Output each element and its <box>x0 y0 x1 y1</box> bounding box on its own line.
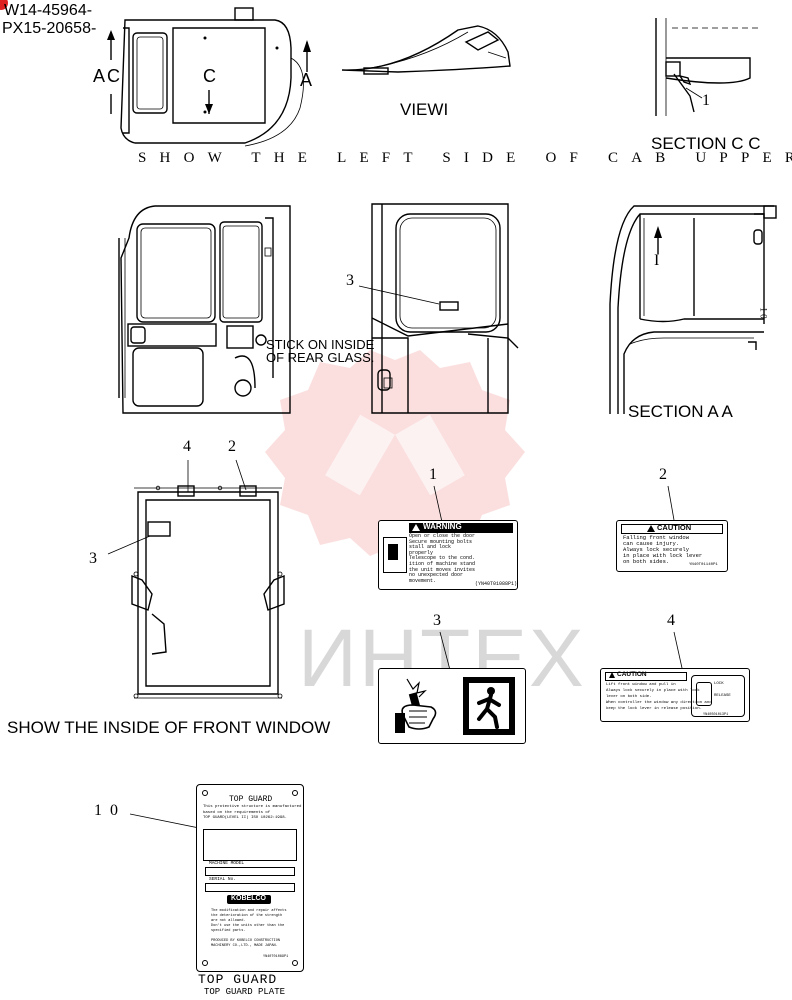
screw-hole-icon <box>202 960 208 966</box>
decal-1-leader <box>433 485 443 523</box>
caution-2-header <box>621 524 723 534</box>
plate-machine-model: MACHINE MODEL <box>209 861 245 866</box>
plate-warnings: The modification and repair affects the … <box>211 909 287 933</box>
plate-caption-1: TOP GUARD <box>198 972 278 987</box>
label-c-left: C <box>107 66 120 86</box>
plate-body: This protective structure is manufacture… <box>203 805 302 820</box>
front-window-callout-4: 4 <box>183 438 191 455</box>
front-window-callout-3: 3 <box>89 550 97 567</box>
show-front-window-caption: SHOW THE INSIDE OF FRONT WINDOW <box>7 718 331 737</box>
front-window-leaders <box>107 459 247 555</box>
decal-emergency-exit <box>378 668 526 744</box>
decal-2-callout: 2 <box>659 466 667 483</box>
caution-4-heading: CAUTION <box>617 671 647 678</box>
decal-3-leader <box>439 631 451 671</box>
warning-triangle-icon <box>412 524 420 531</box>
section-aa-label: SECTION A A <box>628 402 733 421</box>
warning-triangle-icon <box>609 672 615 678</box>
caution-2-body: Falling front window can cause injury. A… <box>623 534 703 565</box>
section-cc-label: SECTION C C <box>651 134 761 153</box>
screw-hole-icon <box>292 790 298 796</box>
screw-hole-icon <box>292 960 298 966</box>
stick-on-line1: STICK ON INSIDE <box>266 337 375 352</box>
release-label: RELEASE <box>714 694 731 698</box>
serial-no-field <box>205 883 295 892</box>
caution-4-header <box>605 672 687 681</box>
section-cc-callout-1: 1 <box>702 92 710 109</box>
label-a-right: A <box>300 70 313 90</box>
decal-warning: WARNING Open or close the door Secure mo… <box>378 520 518 590</box>
decal-warning-header <box>409 523 513 533</box>
plate-serial-no: SERIAL No. <box>209 877 237 882</box>
decal-caution-2: CAUTION Falling front window can cause i… <box>616 520 728 572</box>
part-number-line2: PX15-20658- <box>2 20 97 37</box>
plate-brand: KOBELCO <box>231 895 266 902</box>
decal-3-callout: 3 <box>433 612 441 629</box>
callout-3-leader <box>358 285 440 305</box>
exit-door-icon <box>463 677 515 735</box>
caution-2-code: YN40T01140P1 <box>689 563 718 567</box>
label-a-left: A <box>93 66 106 86</box>
top-guard-plate: TOP GUARD This protective structure is m… <box>196 784 304 972</box>
plate-caption-2: TOP GUARD PLATE <box>204 987 286 997</box>
view-i-roof-drawing <box>341 25 511 75</box>
cab-rear-drawing <box>371 203 519 414</box>
cab-callout-3: 3 <box>346 272 354 289</box>
caution-4-body: Lift front window and pull in Always loc… <box>606 683 712 711</box>
part-number-line1: W14-45964- <box>4 2 93 19</box>
label-c-mid: C <box>203 66 216 86</box>
caution-2-heading: CAUTION <box>657 523 692 532</box>
lock-lever-pictogram: LOCK RELEASE <box>691 675 745 717</box>
section-aa-mark-10: 1 0 <box>758 307 769 319</box>
section-aa-arrow-label: I <box>654 252 660 269</box>
plate-marking-box <box>203 829 297 861</box>
decal-caution-4: CAUTION Lift front window and pull in Al… <box>600 668 750 722</box>
show-left-side-caption: SHOW THE LEFT SIDE OF CAB UPPER <box>138 150 792 166</box>
warning-triangle-icon <box>647 525 655 532</box>
section-aa-drawing <box>609 205 777 414</box>
decal-warning-body: Open or close the door Secure mounting b… <box>409 533 476 584</box>
caution-4-code: YN40S01013P1 <box>703 713 729 717</box>
cab-left-side-drawing <box>118 205 291 414</box>
brand-badge <box>227 895 271 904</box>
decal-4-leader <box>673 631 683 669</box>
cab-plan-view-drawing <box>107 7 311 147</box>
machine-model-field <box>205 867 295 876</box>
plate-title: TOP GUARD <box>229 795 273 804</box>
decal-4-callout: 4 <box>667 612 675 629</box>
screw-hole-icon <box>202 790 208 796</box>
decal-warning-heading: WARNING <box>423 522 462 531</box>
section-cc-drawing <box>655 18 758 116</box>
hammer-hand-icon <box>395 678 437 733</box>
decal-1-callout: 1 <box>429 466 437 483</box>
view-i-label: VIEWI <box>400 100 449 119</box>
red-marker-icon <box>0 0 8 10</box>
door-lock-pictogram <box>383 537 407 573</box>
plate-maker: PRODUCED BY KOBELCO CONSTRUCTION MACHINE… <box>211 939 281 948</box>
front-window-drawing <box>131 485 285 699</box>
lock-label: LOCK <box>714 682 724 686</box>
decal-2-leader <box>667 485 675 521</box>
stick-on-line2: OF REAR GLASS. <box>266 350 375 365</box>
plate-code: YN40T01089P1 <box>263 955 289 959</box>
front-window-callout-2: 2 <box>228 438 236 455</box>
decal-warning-code: (YN40T01088P1) <box>475 581 518 587</box>
plate-callout-10: 1 0 <box>94 802 120 819</box>
